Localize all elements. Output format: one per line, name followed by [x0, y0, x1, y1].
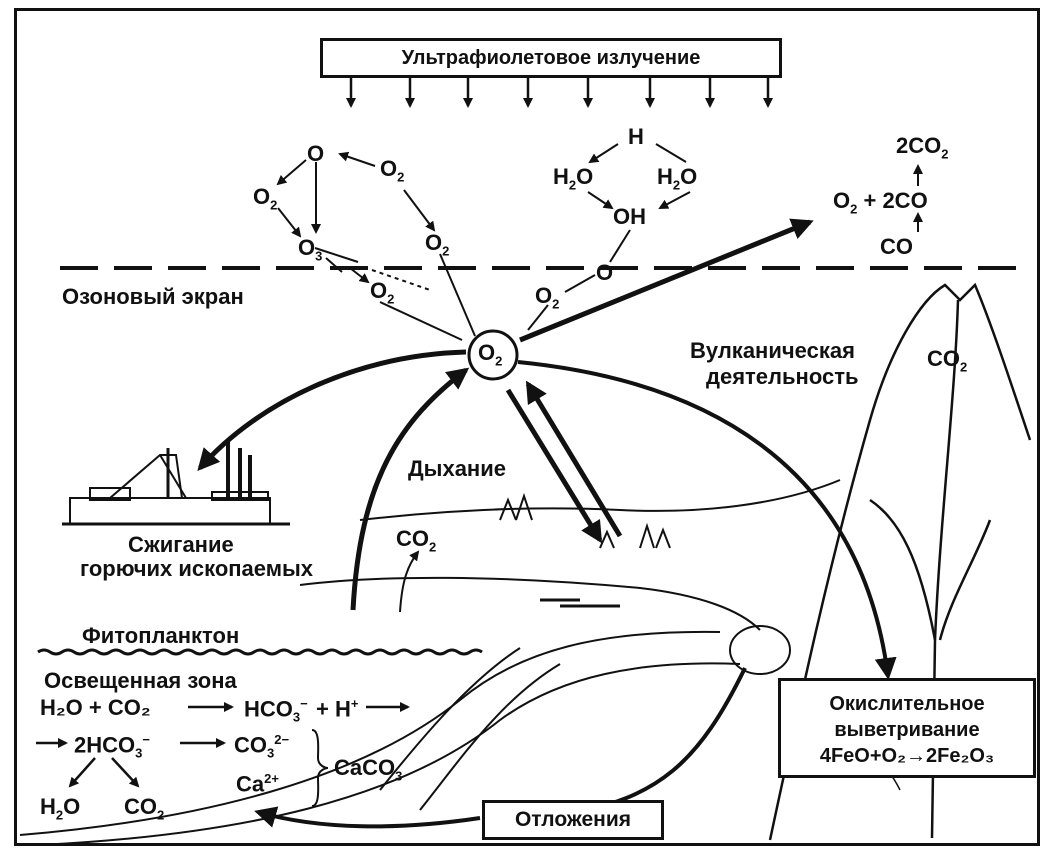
o2-label-top: O2 [380, 158, 404, 183]
arrow-o2-to-co [520, 222, 810, 340]
eq1-plus-h: + H+ [316, 697, 358, 720]
released-co2-label: CO2 [396, 528, 436, 553]
uv-radiation-box: Ультрафиолетовое излучение [320, 38, 782, 78]
weathering-equation: 4FeO+O₂→2Fe₂O₃ [781, 743, 1033, 769]
arrow-breathing-to-o2 [528, 384, 620, 536]
o2-label-low: O2 [370, 280, 394, 305]
arrow-to-sediments [560, 668, 745, 815]
lit-zone-label: Освещенная зона [44, 670, 237, 692]
h2o-label-right: H2O [657, 166, 697, 191]
o-atom-label: O [307, 143, 324, 165]
eq1-hco3: HCO3− [244, 697, 308, 724]
product-h2o-label: H2O [40, 796, 80, 821]
landscape-illustration [300, 480, 840, 630]
eq1-h2o-co2: H₂O + CO₂ [40, 697, 151, 719]
o2-plus-2co-label: O2 + 2CO [833, 190, 928, 215]
arrow-co2-release [400, 552, 418, 612]
eq2-co3: CO32− [234, 733, 289, 760]
breathing-label: Дыхание [408, 458, 506, 480]
eq2-2hco3: 2HCO3− [74, 733, 150, 760]
product-co2-label: CO2 [124, 796, 164, 821]
factory-illustration [62, 440, 290, 524]
caco3-label: CaCO3 [334, 757, 402, 782]
o2-label-mid: O2 [425, 232, 449, 257]
weathering-box: Окислительное выветривание 4FeO+O₂→2Fe₂O… [778, 678, 1036, 778]
sea-surface-line [38, 650, 482, 654]
volcanic-label-1: Вулканическая [690, 340, 855, 362]
water-cycle-arrows [588, 144, 690, 262]
burning-label-1: Сжигание [128, 534, 234, 556]
sediments-label: Отложения [515, 808, 631, 831]
h-atom-label: H [628, 126, 644, 148]
co-label: CO [880, 236, 913, 258]
o2-label-left: O2 [253, 186, 277, 211]
phytoplankton-label: Фитопланктон [82, 625, 239, 647]
arrow-o2-to-weathering [518, 362, 888, 676]
two-co2-label: 2CO2 [896, 135, 948, 160]
arrow-phytoplankton-to-o2 [353, 370, 466, 610]
weathering-label-2: выветривание [781, 717, 1033, 743]
volcano-co2-label: CO2 [927, 348, 967, 373]
h2o-label-left: H2O [553, 166, 593, 191]
uv-radiation-label: Ультрафиолетовое излучение [402, 47, 701, 69]
o2-label-right: O2 [535, 285, 559, 310]
arrow-o2-to-breathing [508, 390, 600, 540]
ozone-screen-label: Озоновый экран [62, 286, 244, 308]
sediments-box: Отложения [482, 800, 664, 840]
o3-label: O3 [298, 237, 322, 262]
o-atom-label-right: O [596, 262, 613, 284]
volcanic-label-2: деятельность [706, 366, 859, 388]
oh-label: OH [613, 206, 646, 228]
weathering-label-1: Окислительное [781, 691, 1033, 717]
caco3-brace [312, 730, 328, 806]
ca-ion-label: Ca2+ [236, 772, 279, 795]
arrow-sediments-to-seafloor [258, 812, 480, 826]
burning-label-2: горючих ископаемых [80, 558, 313, 580]
central-o2-label: O2 [478, 342, 502, 367]
uv-arrows [351, 76, 768, 106]
